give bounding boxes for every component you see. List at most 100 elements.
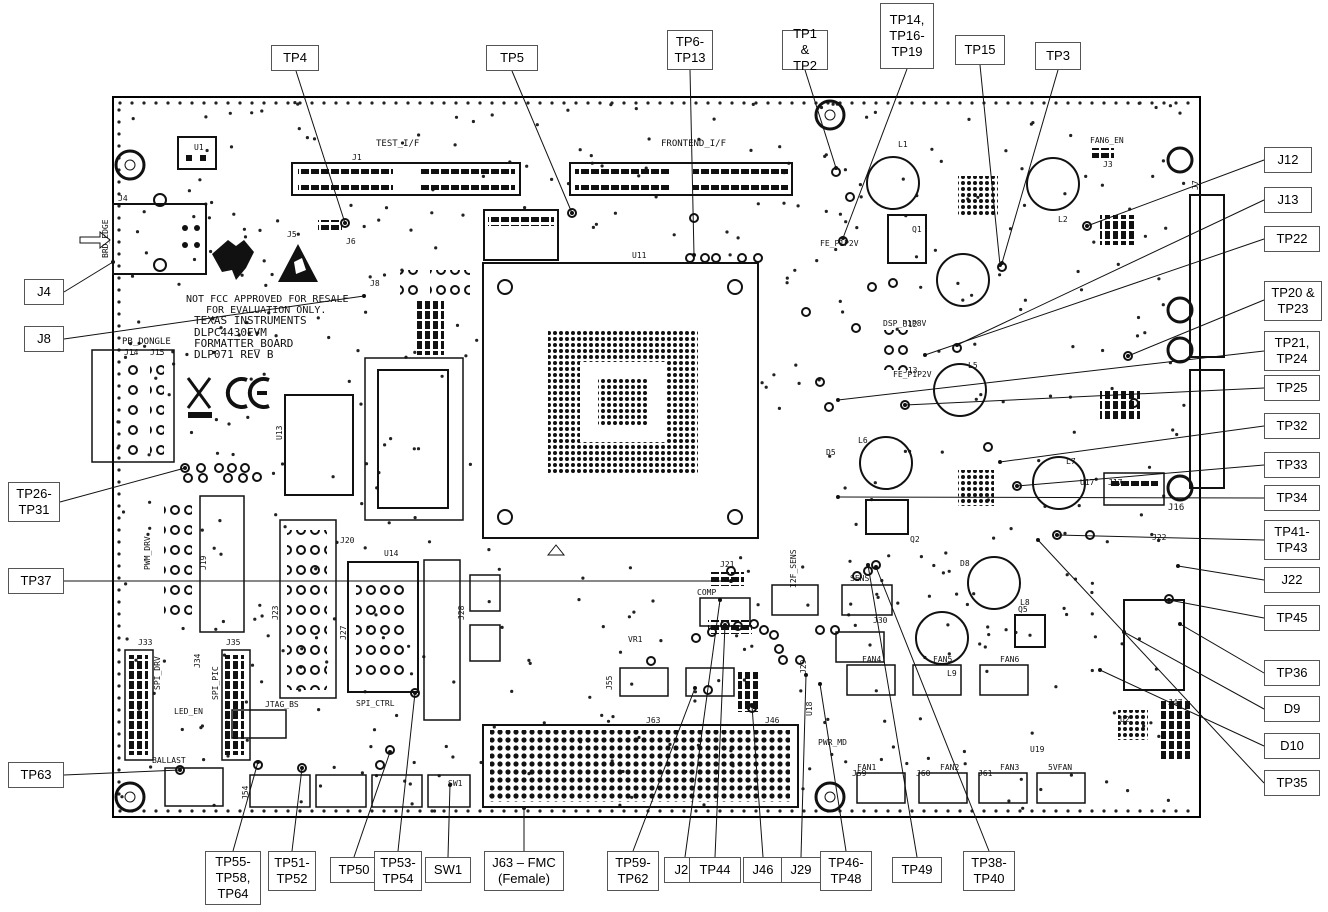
callout-tp63: TP63 (8, 762, 64, 788)
callout-tp5: TP5 (486, 45, 538, 71)
weee-icon (186, 377, 212, 418)
callout-j8: J8 (24, 326, 64, 352)
u2-refdes: U2 (1120, 715, 1130, 724)
j54-refdes: J54 (241, 785, 250, 800)
u19-refdes: U19 (1030, 745, 1045, 754)
callout-tp3: TP3 (1035, 42, 1081, 70)
l5-refdes: L5 (968, 361, 978, 370)
callout-j12: J12 (1264, 147, 1312, 173)
callout-j22: J22 (1264, 567, 1320, 593)
ti-name-text: TEXAS INSTRUMENTS (194, 314, 307, 327)
j27-refdes: J27 (339, 625, 348, 640)
q5-refdes: Q5 (1018, 605, 1028, 614)
u13-refdes: U13 (275, 425, 284, 440)
l6-refdes: L6 (858, 436, 868, 445)
j30-refdes: J30 (873, 616, 888, 625)
j2-connector (569, 162, 793, 196)
q2-refdes: Q2 (910, 535, 920, 544)
spi-ctrl-text: SPI_CTRL (356, 699, 395, 708)
j29-refdes: J29 (799, 659, 808, 674)
callout-j13: J13 (1264, 187, 1312, 213)
5vfan-text: 5VFAN (1048, 763, 1072, 772)
j20-refdes: J20 (340, 536, 355, 545)
u11-socket (482, 262, 759, 539)
callout-tp50: TP50 (330, 857, 378, 883)
callout-tp44: TP44 (689, 857, 741, 883)
u18-refdes: U18 (805, 701, 814, 716)
fan6-text: FAN6 (1000, 655, 1019, 664)
jtag-bs-text: JTAG_BS (265, 700, 299, 709)
test-points (175, 167, 1174, 775)
callout-d9: D9 (1264, 696, 1320, 722)
pb-dongle-text: PB_DONGLE (122, 337, 171, 347)
revision-text: DLP071 REV B (194, 348, 274, 361)
callout-tp36: TP36 (1264, 660, 1320, 686)
callout-tp21-tp24: TP21, TP24 (1264, 331, 1320, 371)
callout-tp35: TP35 (1264, 770, 1320, 796)
mounting-holes (114, 99, 1194, 813)
j5-refdes: J5 (287, 230, 297, 239)
callout-tp22: TP22 (1264, 226, 1320, 252)
callout-j46: J46 (743, 857, 783, 883)
l1-refdes: L1 (898, 140, 908, 149)
brd-edge-text: BRD_EDGE (101, 219, 110, 258)
fcc-warning-text: NOT FCC APPROVED FOR RESALE (186, 294, 349, 305)
j15-refdes: J15 (150, 348, 165, 357)
j13-refdes: J13 (903, 366, 918, 375)
u14-refdes: U14 (384, 549, 399, 558)
l8-refdes: L8 (1020, 598, 1030, 607)
callout-tp41-tp43: TP41- TP43 (1264, 520, 1320, 560)
comp-text: COMP (697, 588, 716, 597)
j34-refdes: J34 (193, 653, 202, 668)
pwm-drv-text: PWM_DRV (143, 536, 152, 570)
j6-refdes: J6 (346, 237, 356, 246)
sw1-refdes: SW1 (448, 779, 463, 788)
callout-tp6-tp13: TP6- TP13 (667, 30, 713, 70)
j3-refdes: J3 (1103, 160, 1113, 169)
j19-refdes: J19 (199, 555, 208, 570)
callout-tp4: TP4 (271, 45, 319, 71)
fan3-text: FAN3 (1000, 763, 1019, 772)
j60-refdes: J60 (916, 769, 931, 778)
j23-refdes: J23 (271, 605, 280, 620)
fan4-text: FAN4 (862, 655, 881, 664)
j63-refdes: J63 (646, 716, 661, 725)
callout-tp37: TP37 (8, 568, 64, 594)
callout-tp15: TP15 (955, 35, 1005, 65)
callout-tp32: TP32 (1264, 413, 1320, 439)
u1-refdes: U1 (194, 143, 204, 152)
callout-tp34: TP34 (1264, 485, 1320, 511)
callout-tp25: TP25 (1264, 375, 1320, 401)
brd-edge-arrow (79, 230, 111, 250)
j63-fmc (482, 724, 799, 808)
j33-refdes: J33 (138, 638, 153, 647)
callout-leaders (59, 64, 1265, 858)
callout-tp33: TP33 (1264, 452, 1320, 478)
callout-tp55-tp64: TP55- TP58, TP64 (205, 851, 261, 905)
callout-tp14-tp19: TP14, TP16- TP19 (880, 3, 934, 69)
callout-tp38-tp40: TP38- TP40 (963, 851, 1015, 891)
u11-refdes: U11 (632, 251, 647, 260)
j4-refdes: J4 (118, 194, 128, 203)
j8-refdes: J8 (370, 279, 380, 288)
j14-refdes: J14 (124, 348, 139, 357)
fan2-text: FAN2 (940, 763, 959, 772)
fan6-en-text: FAN6_EN (1090, 136, 1124, 145)
callout-tp46-tp48: TP46- TP48 (820, 851, 872, 891)
j21-refdes: J21 (720, 560, 735, 569)
j4-connector (112, 203, 207, 275)
fan1-text: FAN1 (857, 763, 876, 772)
u17-refdes: U17 (1080, 478, 1095, 487)
i2f-sens-text: I2F_SENS (789, 549, 798, 588)
l9-refdes: L9 (947, 669, 957, 678)
d5-refdes: D5 (826, 448, 836, 457)
ti-logo (212, 240, 254, 280)
dsp-p1p8v-text: DSP_P1P8V (883, 319, 927, 328)
inductors (859, 156, 1086, 665)
callout-tp20-tp23: TP20 & TP23 (1264, 281, 1322, 321)
callout-d10: D10 (1264, 733, 1320, 759)
callout-tp51-tp52: TP51- TP52 (268, 851, 316, 891)
fan5-text: FAN5 (933, 655, 952, 664)
j28-refdes: J28 (457, 605, 466, 620)
j1-refdes: J1 (352, 153, 362, 162)
